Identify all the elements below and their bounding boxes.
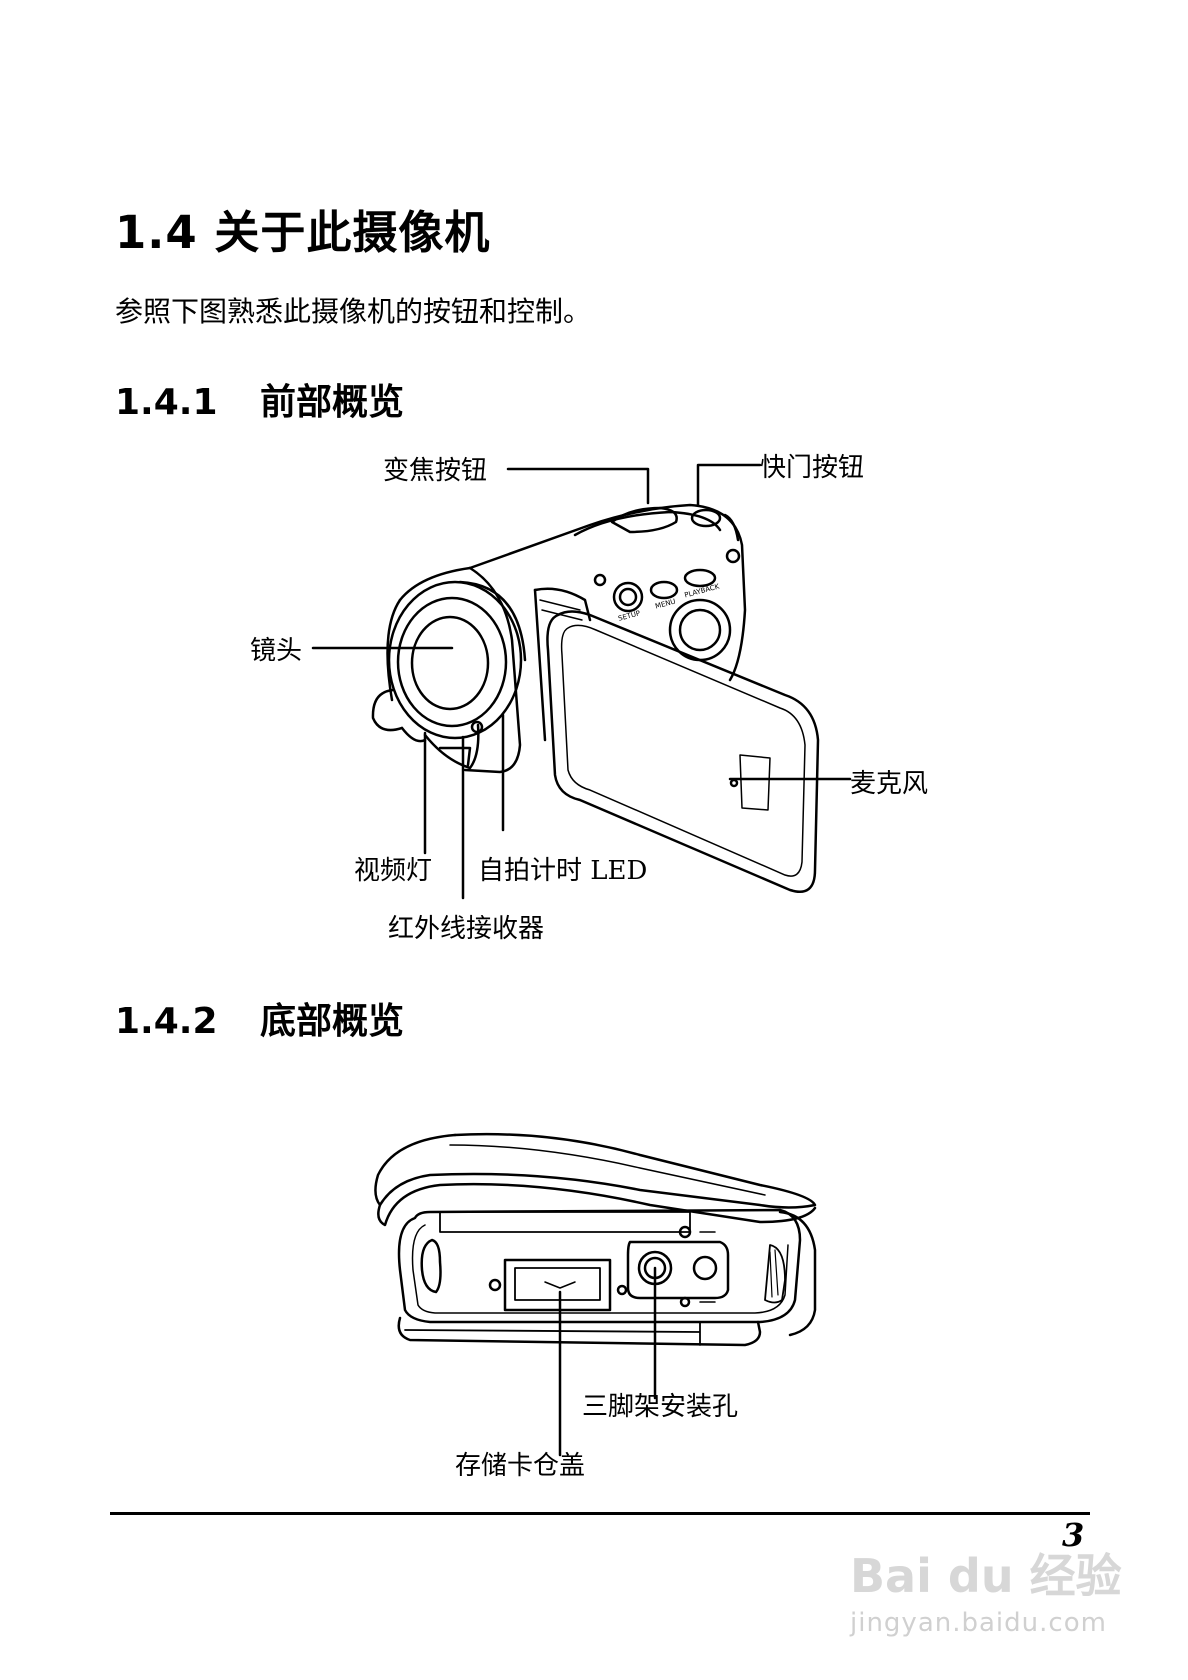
bottom-overview-number: 1.4.2 — [115, 1001, 218, 1042]
page-number: 3 — [1062, 1516, 1085, 1554]
front-overview-title: 前部概览 — [260, 382, 405, 423]
footer-rule — [110, 1512, 1090, 1515]
zoom-button-label: 变焦按钮 — [383, 456, 488, 486]
section-title: 1.4 关于此摄像机 — [115, 206, 491, 259]
baidu-watermark-url: jingyan.baidu.com — [850, 1608, 1107, 1638]
front-overview-heading: 1.4.1 前部概览 — [115, 373, 404, 425]
front-overview-number: 1.4.1 — [115, 382, 218, 423]
baidu-watermark-logo: Bai du 经验 — [850, 1549, 1122, 1603]
bottom-overview-title: 底部概览 — [260, 1001, 405, 1042]
shutter-button-label: 快门按钮 — [760, 453, 865, 483]
tripod-socket-label: 三脚架安装孔 — [582, 1392, 739, 1422]
section-intro: 参照下图熟悉此摄像机的按钮和控制。 — [115, 295, 592, 328]
bottom-overview-heading: 1.4.2 底部概览 — [115, 992, 404, 1044]
ir-receiver-label: 红外线接收器 — [388, 914, 545, 944]
microphone-label: 麦克风 — [850, 769, 929, 799]
self-timer-led-label: 自拍计时 LED — [478, 856, 648, 886]
video-light-label: 视频灯 — [354, 856, 433, 886]
memory-card-cover-label: 存储卡仓盖 — [455, 1451, 586, 1481]
lens-label: 镜头 — [250, 636, 303, 666]
